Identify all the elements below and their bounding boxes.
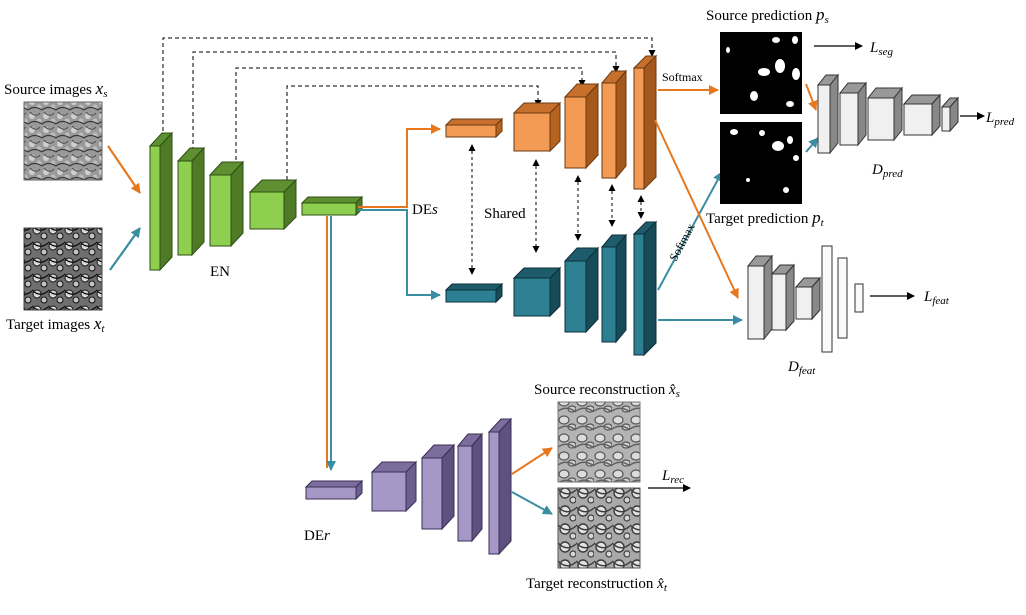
recon-decoder-block-3 bbox=[420, 443, 456, 531]
recon-decoder-block-1 bbox=[304, 479, 364, 501]
target-decoder bbox=[444, 220, 658, 357]
skip-connections bbox=[162, 37, 656, 180]
d-pred-label: Dpred bbox=[871, 162, 903, 180]
skip-connection-2 bbox=[192, 51, 620, 158]
recon-decoder: DEr bbox=[304, 417, 513, 556]
source-images-group: Source images xs bbox=[4, 79, 107, 181]
shared-weight-links bbox=[468, 144, 645, 275]
source-decoder-block-5 bbox=[632, 54, 658, 191]
encoder: EN bbox=[148, 131, 364, 280]
d-pred-block-3 bbox=[866, 86, 904, 142]
target-reconstruction-group: Target reconstruction x̂t bbox=[526, 487, 668, 594]
skip-connection-4 bbox=[286, 85, 542, 180]
target-images-group: Target images xt bbox=[6, 227, 105, 335]
source-prediction-label: Source prediction ps bbox=[706, 5, 829, 26]
target-softmax-arrow bbox=[657, 171, 723, 291]
target-decoder-block-1 bbox=[444, 282, 504, 304]
encoder-label: EN bbox=[210, 264, 230, 280]
encoder-block-5 bbox=[300, 195, 364, 217]
encoder-block-2 bbox=[176, 146, 206, 257]
d-feat-block-2 bbox=[770, 263, 796, 332]
loss-rec-label: Lrec bbox=[661, 468, 684, 486]
d-pred-block-4 bbox=[902, 93, 942, 137]
target-prediction-to-dpred-arrow bbox=[805, 137, 819, 153]
source-reconstruction-group: Source reconstruction x̂s bbox=[534, 382, 680, 483]
source-decoder-block-1 bbox=[444, 117, 504, 139]
decoder-recon-label: DEr bbox=[304, 528, 330, 544]
source-images-label: Source images xs bbox=[4, 79, 107, 100]
source-prediction-group: Source prediction ps bbox=[706, 5, 829, 114]
recon-to-target-arrow bbox=[511, 491, 553, 515]
d-feat-block-1 bbox=[746, 254, 774, 341]
source-decoder-block-3 bbox=[563, 82, 600, 170]
target-images-label: Target images xt bbox=[6, 314, 105, 335]
source-image-thumbnail bbox=[23, 101, 103, 181]
d-feat-layer-5 bbox=[837, 257, 848, 339]
d-pred-block-1 bbox=[816, 73, 840, 155]
loss-pred-label: Lpred bbox=[985, 110, 1015, 128]
d-feat-block-3 bbox=[794, 276, 822, 321]
decoder-source-label: DEs bbox=[412, 202, 438, 218]
source-input-arrow bbox=[107, 145, 141, 194]
source-reconstruction-image bbox=[557, 401, 641, 483]
source-decoder-block-2 bbox=[512, 101, 562, 153]
target-prediction-group: Target prediction pt bbox=[706, 122, 825, 229]
recon-decoder-block-2 bbox=[370, 460, 418, 513]
shared-label: Shared bbox=[484, 206, 526, 222]
recon-decoder-block-4 bbox=[456, 432, 484, 543]
loss-feat-label: Lfeat bbox=[923, 289, 950, 307]
source-features-to-dfeat-arrow bbox=[654, 119, 739, 299]
encoder-block-4 bbox=[248, 178, 298, 231]
d-feat-label: Dfeat bbox=[787, 359, 816, 377]
d-pred-block-2 bbox=[838, 81, 868, 147]
encoder-block-1 bbox=[148, 131, 174, 272]
d-feat-layer-4 bbox=[821, 245, 833, 353]
recon-decoder-block-5 bbox=[487, 417, 513, 556]
loss-seg-label: Lseg bbox=[869, 40, 894, 58]
encoder-to-target-decoder-arrow bbox=[358, 209, 441, 300]
target-input-arrow bbox=[109, 227, 141, 271]
target-decoder-block-3 bbox=[563, 246, 600, 334]
source-decoder bbox=[444, 54, 658, 191]
softmax-bottom-label: Softmax bbox=[666, 221, 697, 263]
skip-connection-3 bbox=[235, 67, 586, 174]
target-reconstruction-label: Target reconstruction x̂t bbox=[526, 576, 668, 594]
source-reconstruction-label: Source reconstruction x̂s bbox=[534, 382, 680, 400]
softmax-top-label: Softmax bbox=[662, 70, 703, 84]
target-prediction-label: Target prediction pt bbox=[706, 208, 825, 229]
d-pred-block-5 bbox=[940, 96, 960, 133]
target-reconstruction-image bbox=[557, 487, 641, 569]
d-feat-discriminator: Dfeat bbox=[746, 245, 864, 377]
d-pred-discriminator: Dpred bbox=[816, 73, 960, 180]
skip-connection-1 bbox=[162, 37, 656, 138]
d-feat-layer-6 bbox=[854, 283, 864, 313]
source-decoder-block-4 bbox=[600, 69, 628, 180]
encoder-block-3 bbox=[208, 160, 245, 248]
target-image-thumbnail bbox=[23, 227, 103, 311]
recon-to-source-arrow bbox=[511, 447, 553, 475]
target-decoder-block-5 bbox=[632, 220, 658, 357]
target-decoder-block-4 bbox=[600, 233, 628, 344]
source-prediction-to-dpred-arrow bbox=[805, 83, 818, 111]
encoder-to-source-decoder-arrow bbox=[358, 124, 441, 208]
target-decoder-block-2 bbox=[512, 266, 562, 318]
target-prediction-blobs bbox=[730, 129, 799, 193]
source-prediction-blobs bbox=[726, 36, 800, 107]
